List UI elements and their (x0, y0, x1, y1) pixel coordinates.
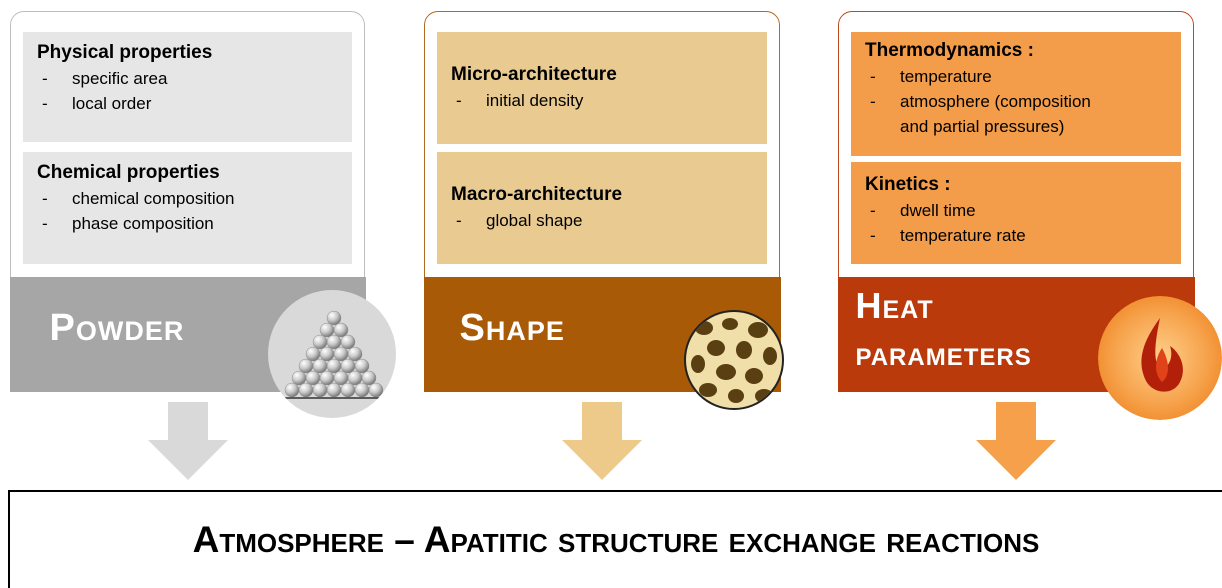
box-title: Thermodynamics : (865, 40, 1034, 61)
box-title: Physical properties (37, 42, 213, 63)
spheres-pyramid-icon (268, 290, 396, 418)
list-item: global shape (451, 208, 753, 233)
shape-column: Micro-architecture initial density Macro… (423, 11, 781, 392)
kinetics-box: Kinetics : dwell time temperature rate (851, 162, 1181, 264)
bottom-title: Atmosphere – Apatitic structure exchange… (192, 519, 1040, 560)
list-item: initial density (451, 88, 753, 113)
box-title: Macro-architecture (451, 184, 623, 205)
list-item: and partial pressures) (900, 117, 1065, 136)
box-title: Chemical properties (37, 162, 220, 183)
list-item: chemical composition (37, 186, 338, 211)
physical-properties-box: Physical properties specific area local … (23, 32, 352, 142)
bone-structure-icon (684, 310, 784, 410)
list-item: dwell time (865, 198, 1167, 223)
parameters-label: parameters (855, 334, 1032, 373)
heat-arrow-icon (976, 402, 1056, 480)
box-title: Micro-architecture (451, 64, 617, 85)
box-title: Kinetics : (865, 174, 951, 195)
flame-icon (1098, 296, 1222, 420)
list-item: local order (37, 91, 338, 116)
powder-label: Powder (49, 306, 185, 349)
heat-label: Heat (855, 284, 934, 326)
micro-architecture-box: Micro-architecture initial density (437, 32, 767, 144)
shape-arrow-icon (562, 402, 642, 480)
bottom-title-box: Atmosphere – Apatitic structure exchange… (8, 490, 1222, 588)
list-item: phase composition (37, 211, 338, 236)
list-item: temperature (865, 64, 1167, 89)
powder-arrow-icon (148, 402, 228, 480)
shape-label: Shape (459, 306, 565, 349)
list-item: atmosphere (composition (865, 89, 1167, 114)
chemical-properties-box: Chemical properties chemical composition… (23, 152, 352, 264)
thermodynamics-box: Thermodynamics : temperature atmosphere … (851, 32, 1181, 156)
list-item: specific area (37, 66, 338, 91)
macro-architecture-box: Macro-architecture global shape (437, 152, 767, 264)
list-item: temperature rate (865, 223, 1167, 248)
